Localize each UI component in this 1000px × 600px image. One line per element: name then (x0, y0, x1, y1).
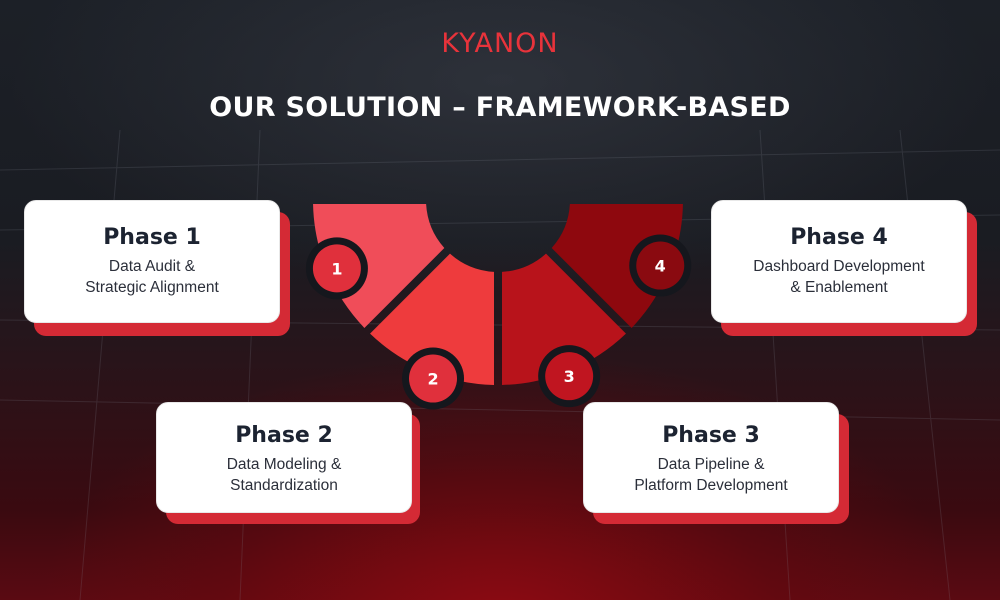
phase-4-title: Phase 4 (790, 225, 888, 250)
phase-3-number: 3 (564, 367, 575, 386)
phase-2-card: Phase 2 Data Modeling & Standardization (156, 402, 420, 524)
phase-3-description: Data Pipeline & Platform Development (634, 456, 788, 494)
phase-4-number: 4 (655, 257, 666, 276)
phase-3-title: Phase 3 (662, 423, 760, 448)
page-title: OUR SOLUTION – FRAMEWORK-BASED (209, 92, 791, 123)
phase-1-badge (312, 244, 361, 293)
phase-2-badge (409, 354, 458, 403)
phase-3-badge (545, 352, 594, 401)
kyanon-logo: KYANON (441, 28, 559, 59)
phase-3-card: Phase 3 Data Pipeline & Platform Develop… (583, 402, 849, 524)
phase-4-badge (636, 241, 685, 290)
phase-2-title: Phase 2 (235, 423, 333, 448)
phase-2-segment (370, 253, 495, 385)
phase-3-segment (501, 253, 626, 385)
phase-2-description: Data Modeling & Standardization (226, 456, 342, 494)
phase-4-description: Dashboard Development & Enablement (753, 258, 925, 296)
phase-4-card: Phase 4 Dashboard Development & Enableme… (711, 200, 977, 338)
phase-2-number: 2 (427, 370, 438, 389)
phase-1-number: 1 (331, 259, 342, 278)
phase-4-segment (551, 203, 683, 328)
phase-1-title: Phase 1 (103, 225, 201, 250)
phase-1-description: Data Audit & Strategic Alignment (85, 258, 219, 296)
phase-1-card: Phase 1 Data Audit & Strategic Alignment (24, 200, 290, 338)
